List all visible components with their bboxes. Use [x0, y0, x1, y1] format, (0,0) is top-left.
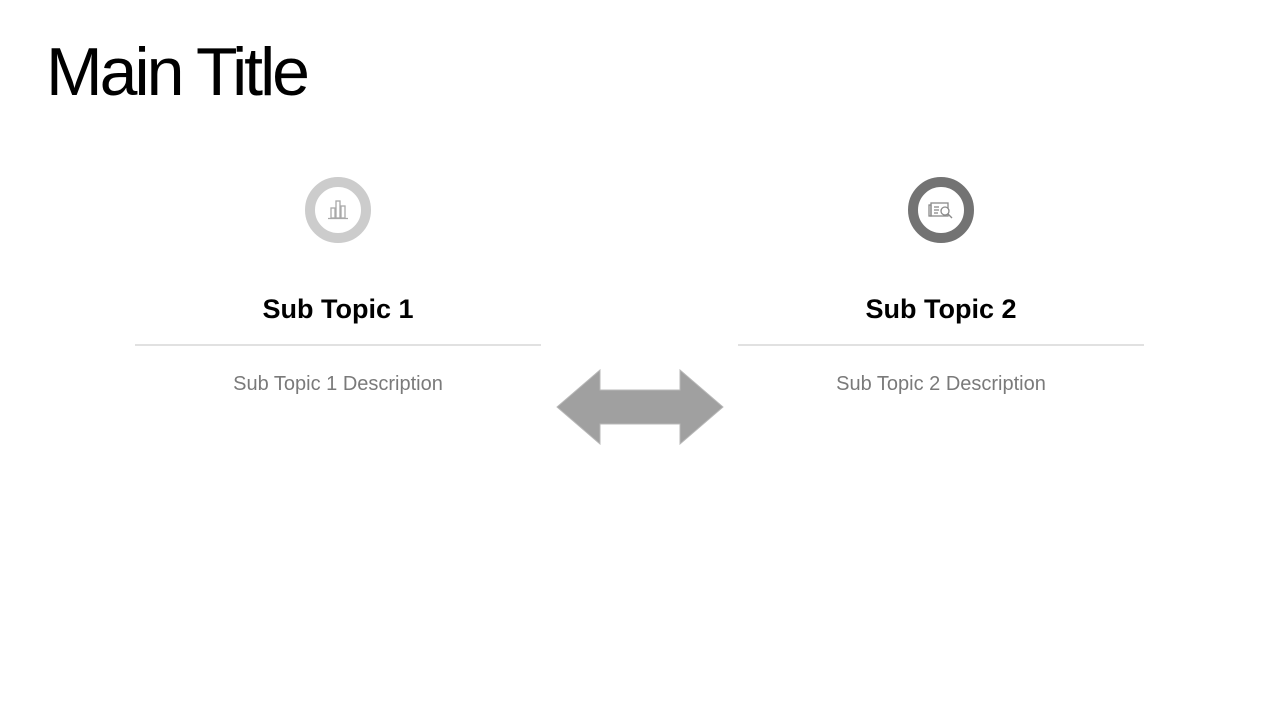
- sub-topic-1-title: Sub Topic 1: [262, 294, 414, 324]
- sub-topic-1-divider: [135, 344, 541, 346]
- document-search-icon: [908, 177, 974, 243]
- sub-topic-2-title: Sub Topic 2: [865, 294, 1017, 324]
- page-title: Main Title: [46, 34, 310, 110]
- bar-chart-icon: [305, 177, 371, 243]
- sub-topic-2: Sub Topic 2 Sub Topic 2 Description: [738, 0, 1144, 720]
- double-arrow-icon: [556, 369, 724, 445]
- sub-topic-2-divider: [738, 344, 1144, 346]
- sub-topic-1: Sub Topic 1 Sub Topic 1 Description: [135, 0, 541, 720]
- sub-topic-1-description: Sub Topic 1 Description: [233, 373, 443, 395]
- sub-topic-2-description: Sub Topic 2 Description: [836, 373, 1046, 395]
